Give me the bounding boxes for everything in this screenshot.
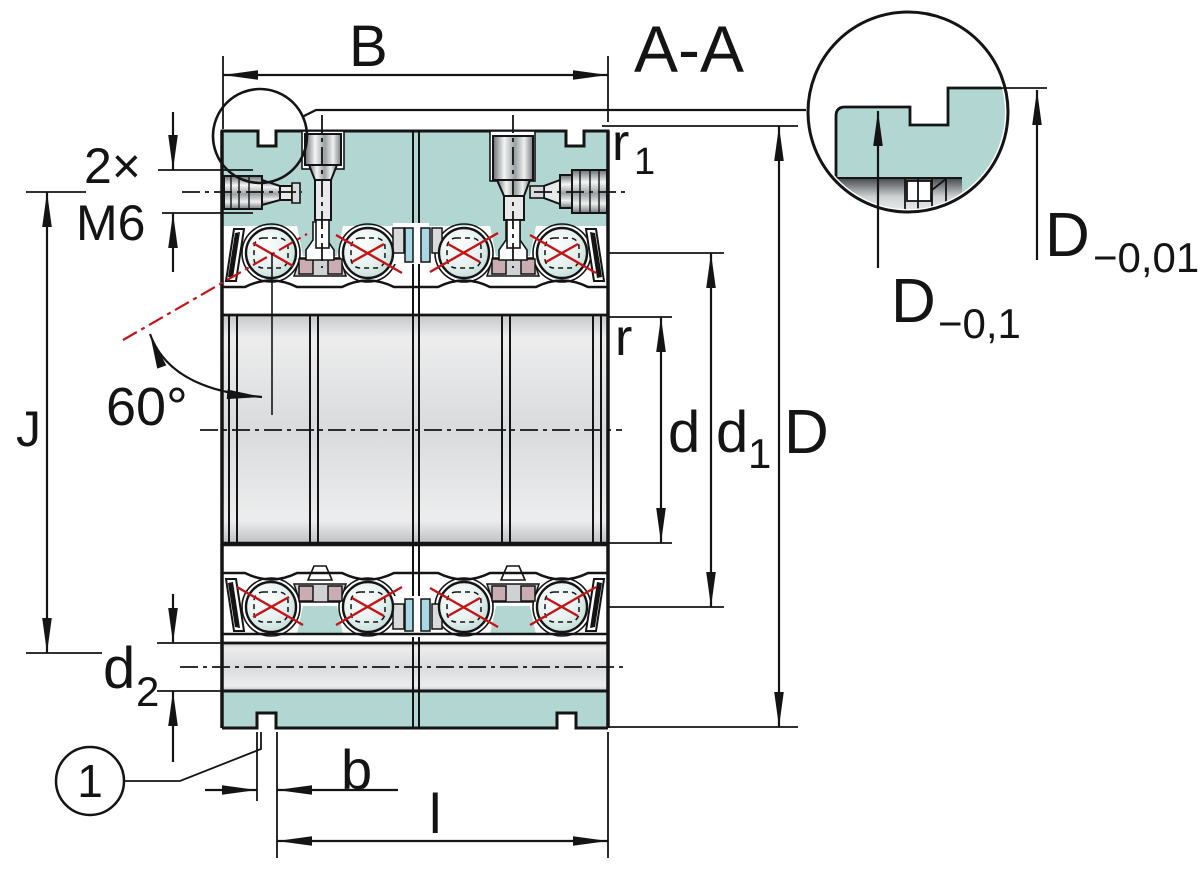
balls	[244, 226, 589, 634]
label-l: l	[429, 782, 441, 845]
ball-hidden-lines	[253, 237, 580, 623]
label-thread: M6	[76, 195, 145, 251]
label-D-tol-outer: D	[1045, 201, 1090, 270]
label-r1-sub: 1	[634, 141, 655, 183]
detail-view: D −0,1 D −0,01	[211, 10, 1199, 347]
unit-junction-seals	[392, 223, 443, 637]
preload-spacers	[404, 227, 431, 632]
label-d2: d	[103, 636, 135, 701]
label-count: 2×	[84, 138, 141, 194]
dimensions: B A-A r 1 2× M6 J 60° r	[16, 12, 829, 858]
detail-leader-line	[301, 108, 806, 118]
label-d1: d	[716, 400, 748, 465]
dimension-l: l	[277, 782, 608, 846]
dimension-d: r d	[608, 309, 700, 544]
label-section: A-A	[634, 12, 744, 86]
label-B: B	[349, 14, 388, 79]
outer-ring-top-block	[222, 131, 608, 231]
dimension-contact-angle: 60°	[106, 253, 273, 437]
detail-circle	[806, 10, 1010, 214]
contact-angle-lines	[122, 231, 597, 629]
detail-locator-circle	[211, 87, 309, 185]
dimension-m6-holes: 2× M6	[76, 112, 253, 272]
label-D-tol-outer-sub: −0,01	[1093, 234, 1199, 281]
detail-content	[834, 86, 1005, 209]
label-angle: 60°	[106, 377, 188, 437]
label-D-tol-flange: D	[891, 267, 936, 336]
label-b: b	[341, 738, 372, 801]
label-d2-sub: 2	[136, 668, 159, 715]
callout-1: 1	[54, 732, 262, 817]
dimension-J: J	[16, 191, 102, 654]
row-end-seals	[224, 228, 606, 632]
label-d: d	[668, 400, 700, 465]
dimension-D-tol-outer: D −0,01	[1002, 87, 1199, 281]
dimension-D: D	[602, 125, 829, 728]
label-J: J	[16, 401, 41, 457]
cage-pockets	[298, 258, 536, 602]
center-lines	[180, 115, 628, 668]
dimension-d2: d 2	[103, 594, 230, 762]
dimension-d1: d 1	[608, 252, 771, 608]
dimension-b: b	[205, 732, 609, 858]
label-callout-1: 1	[77, 755, 103, 807]
body-outlines	[220, 129, 610, 730]
label-r1: r	[612, 114, 629, 172]
outer-ring-bottom-band	[222, 691, 608, 728]
dimension-D-tol-flange: D −0,1	[873, 111, 1021, 347]
label-D: D	[784, 398, 829, 467]
dimension-B: B	[222, 14, 609, 129]
inner-ring-joint-lines	[228, 315, 602, 543]
contact-construction-line	[122, 233, 308, 341]
label-r: r	[615, 309, 632, 367]
label-D-tol-flange-sub: −0,1	[938, 300, 1021, 347]
label-d1-sub: 1	[748, 430, 771, 477]
